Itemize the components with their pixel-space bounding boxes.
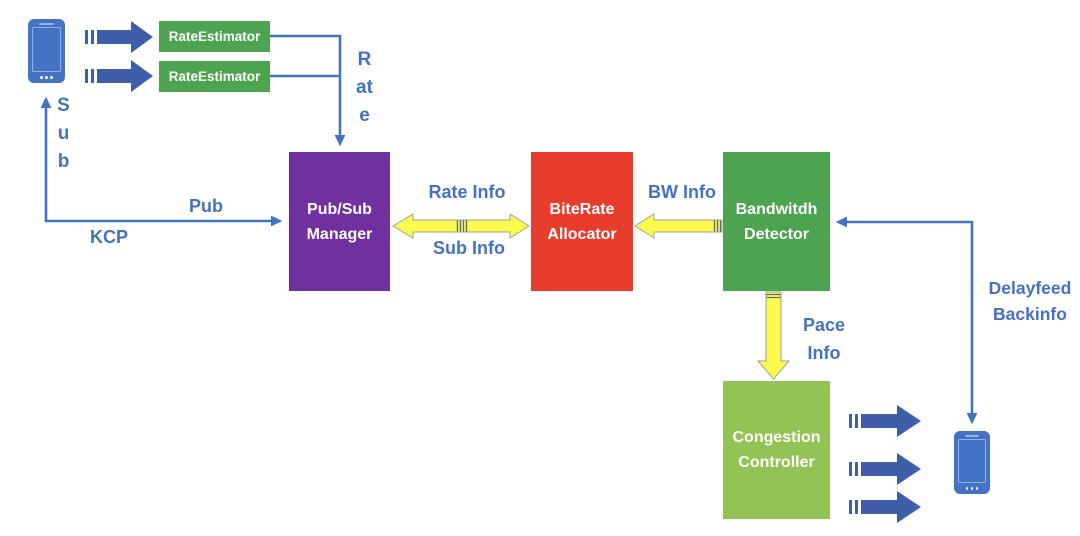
node-label: RateEstimator	[168, 29, 261, 44]
node-label-line: Congestion	[732, 429, 821, 446]
node-pubsub-manager: Pub/Sub Manager	[289, 152, 390, 291]
node-label-line: Pub/Sub	[307, 200, 372, 218]
edge-label-pace-info: Pace Info	[797, 311, 851, 367]
phone-screen	[32, 27, 61, 72]
phone-dots	[28, 76, 65, 79]
pace-info-arrow	[756, 291, 791, 380]
node-biterate-allocator: BiteRate Allocator	[531, 152, 633, 291]
edge-label-pub: Pub	[189, 196, 223, 216]
node-bandwidth-detector: Bandwitdh Detector	[723, 152, 830, 291]
node-label-line: Manager	[306, 225, 373, 243]
edge-label-bw-info: BW Info	[648, 182, 716, 202]
phone-speaker	[965, 434, 979, 437]
node-congestion-controller: Congestion Controller	[723, 381, 830, 519]
stream-arrow-top-1	[85, 21, 153, 53]
node-label-line: Detector	[744, 225, 809, 243]
phone-icon	[954, 431, 990, 494]
node-label: RateEstimator	[168, 69, 261, 84]
node-label-line: Controller	[738, 454, 815, 471]
edge-label-delayfeed-backinfo: Delayfeed Backinfo	[980, 275, 1080, 327]
delayfeed-connector	[835, 216, 978, 425]
edge-label-kcp: KCP	[89, 227, 128, 247]
phone-speaker	[39, 22, 54, 25]
node-label-line: Allocator	[547, 225, 617, 243]
kcp-pubsub-connector	[40, 96, 283, 227]
rate-sub-info-arrow	[392, 213, 530, 239]
edge-label-rate-info: Rate Info	[428, 182, 506, 202]
phone-icon	[28, 19, 65, 83]
edge-label-line: Delayfeed	[988, 278, 1072, 298]
stream-arrow-bottom-2	[849, 453, 921, 485]
edge-label-rate: Rate	[356, 49, 373, 126]
bw-info-arrow	[634, 213, 723, 239]
stream-arrow-top-2	[85, 60, 153, 92]
phone-dots	[954, 487, 990, 490]
stream-arrow-bottom-1	[849, 405, 921, 437]
stream-arrow-bottom-3	[849, 491, 921, 523]
node-rate-estimator-1: RateEstimator	[159, 21, 270, 52]
node-label-line: Bandwitdh	[735, 200, 818, 218]
phone-screen	[958, 439, 986, 483]
edge-label-line: Pace	[802, 315, 846, 335]
edge-label-sub: Sub	[57, 95, 70, 172]
edge-label-line: Backinfo	[993, 304, 1067, 324]
edge-label-sub-info: Sub Info	[433, 238, 505, 258]
node-label-line: BiteRate	[549, 200, 615, 218]
edge-label-line: Info	[807, 343, 841, 363]
node-rate-estimator-2: RateEstimator	[159, 61, 270, 92]
rate-connector	[270, 34, 346, 147]
